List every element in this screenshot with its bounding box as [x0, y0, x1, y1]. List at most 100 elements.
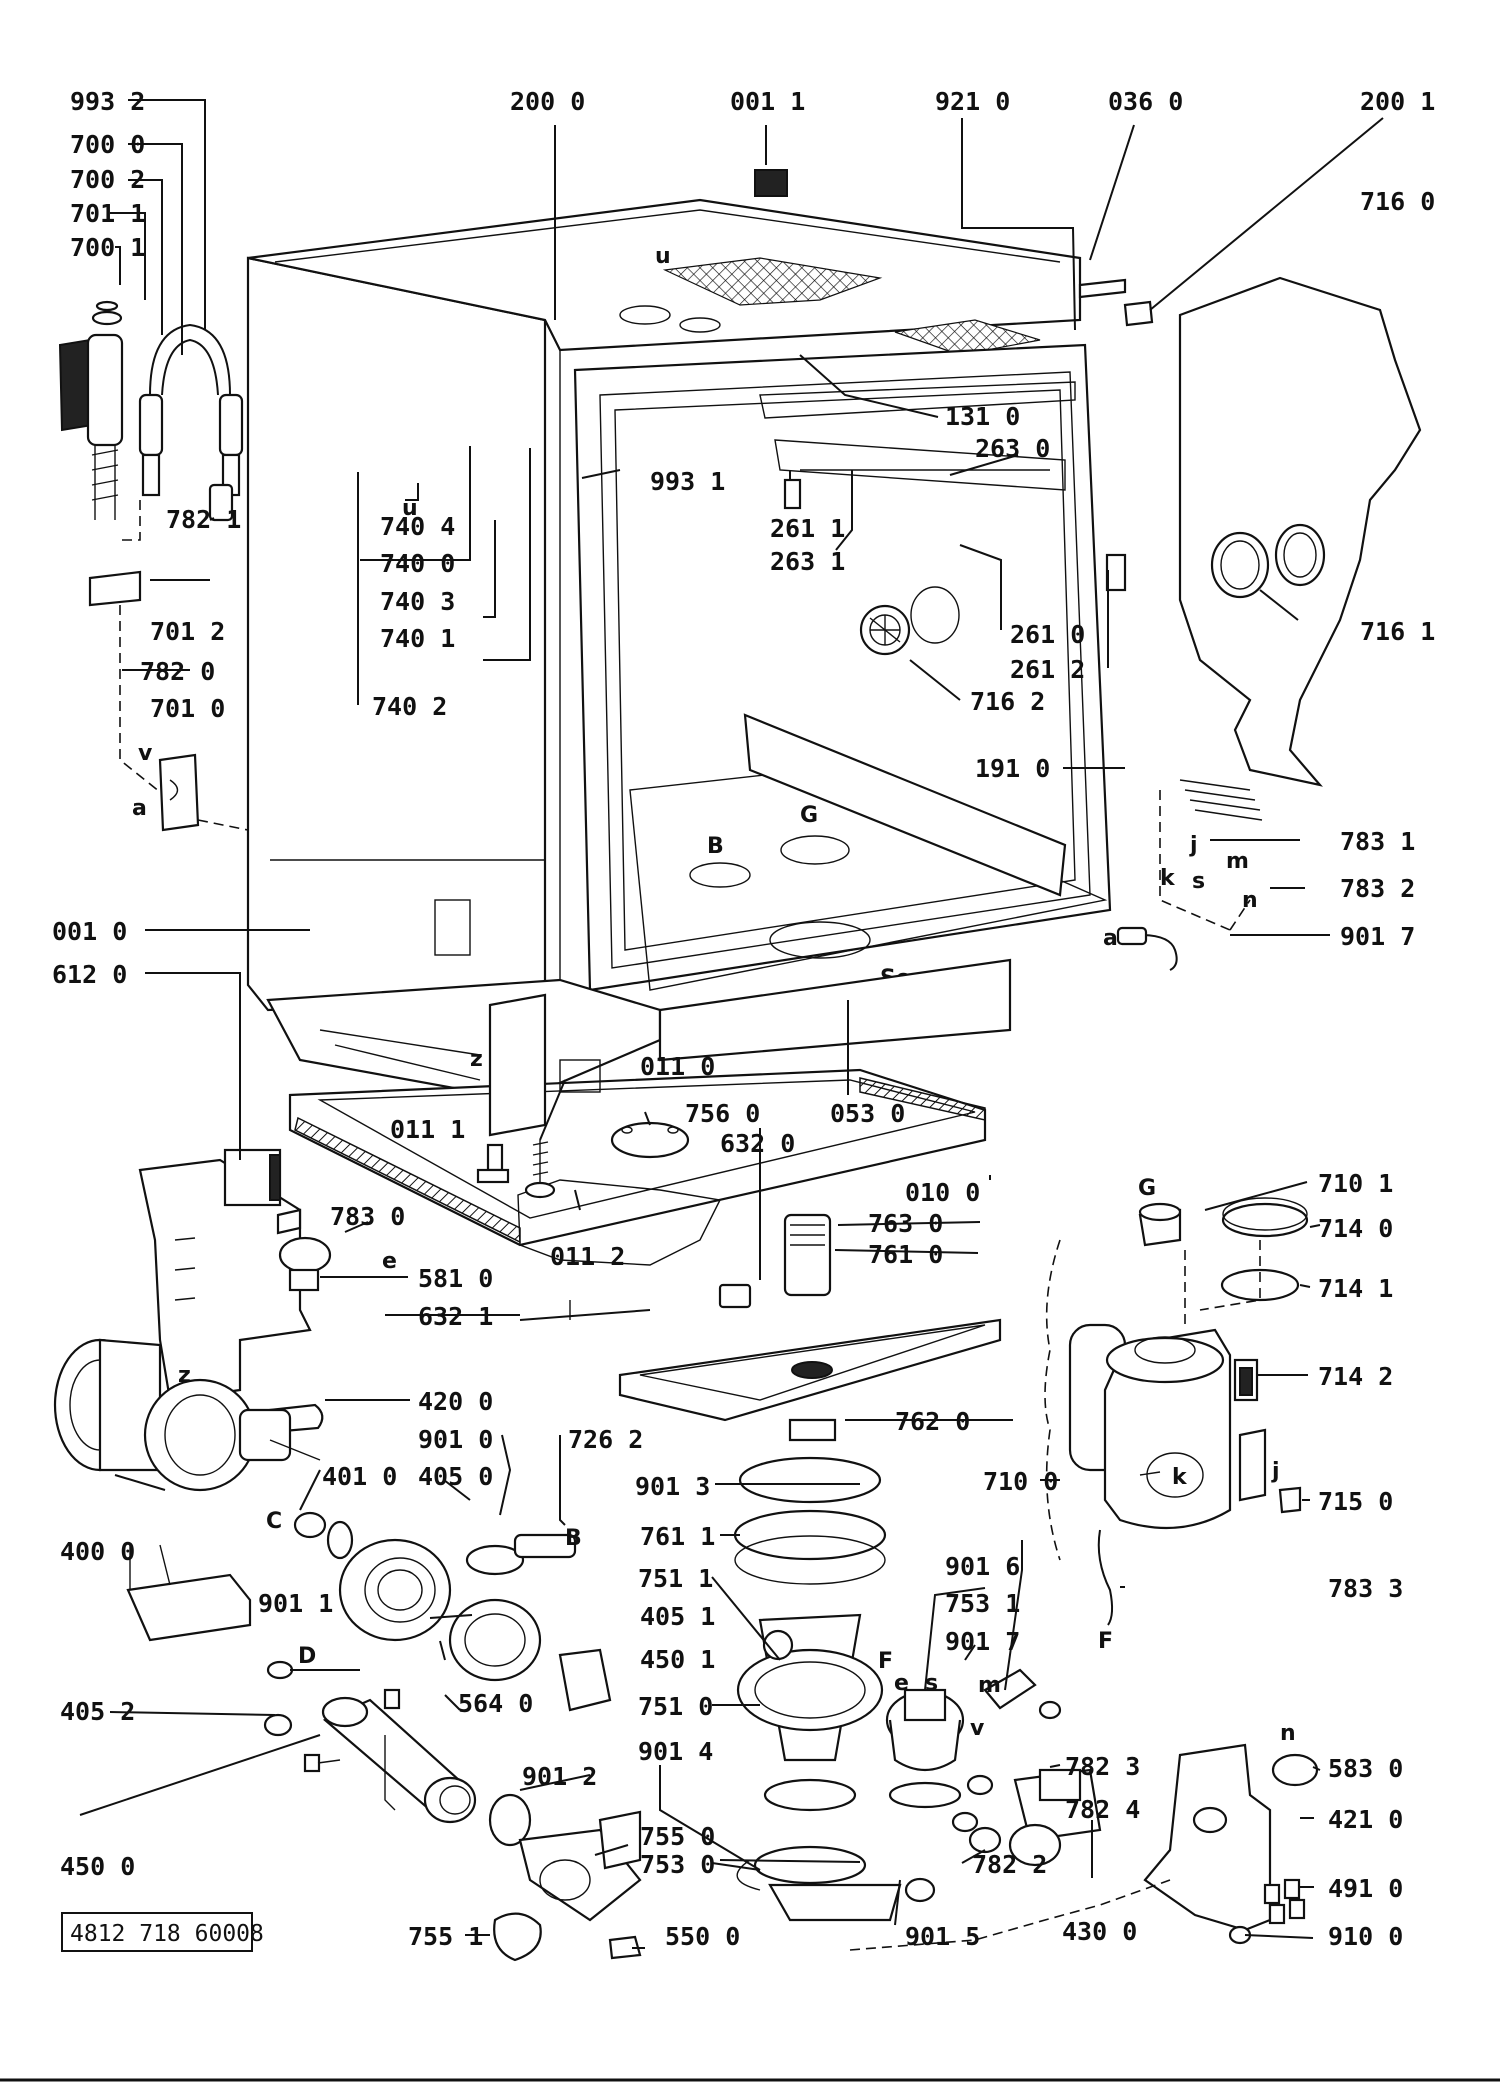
part-label: 400 0	[60, 1537, 135, 1566]
marker-s: s	[925, 1671, 938, 1696]
doc-code: 4812 718 60008	[70, 1921, 264, 1947]
part-label: 261 1	[770, 514, 845, 543]
marker-a: a	[132, 796, 147, 821]
part-label: 450 1	[640, 1645, 715, 1674]
leader-lines	[79, 99, 1384, 1949]
part-label: 901 7	[1340, 922, 1415, 951]
marker-j: j	[1271, 1459, 1280, 1484]
part-label: 901 7	[945, 1627, 1020, 1656]
part-label: 200 1	[1360, 87, 1435, 116]
part-label: 753 0	[640, 1850, 715, 1879]
part-label: 261 2	[1010, 655, 1085, 684]
marker-u: u	[402, 496, 418, 521]
part-label: 762 0	[895, 1407, 970, 1436]
part-label: 405 0	[418, 1462, 493, 1491]
part-label: 583 0	[1328, 1754, 1403, 1783]
marker-e: e	[382, 1249, 397, 1274]
base-parts-drawing	[476, 1121, 690, 1199]
part-label: 901 0	[418, 1425, 493, 1454]
part-label: 401 0	[322, 1462, 397, 1491]
part-label: 714 2	[1318, 1362, 1393, 1391]
marker-n: n	[1280, 1721, 1296, 1746]
part-label: 010 0	[905, 1178, 980, 1207]
part-label: 261 0	[1010, 620, 1085, 649]
part-label: 011 0	[640, 1052, 715, 1081]
part-label: 921 0	[935, 87, 1010, 116]
part-label: 782 4	[1065, 1795, 1140, 1824]
part-label: 053 0	[830, 1099, 905, 1128]
marker-j: j	[1189, 833, 1198, 858]
part-label: 714 1	[1318, 1274, 1393, 1303]
part-label: 714 0	[1318, 1214, 1393, 1243]
part-label: 726 2	[568, 1425, 643, 1454]
part-label: 700 1	[70, 233, 145, 262]
marker-k: k	[1160, 866, 1176, 891]
part-label: 782 0	[140, 657, 215, 686]
marker-v: v	[138, 741, 153, 766]
part-label: 632 1	[418, 1302, 493, 1331]
part-label: 783 3	[1328, 1574, 1403, 1603]
part-label: 901 5	[905, 1922, 980, 1951]
part-label: 701 0	[150, 694, 225, 723]
part-label: 740 1	[380, 624, 455, 653]
part-label: 740 4	[380, 512, 455, 541]
part-label: 716 0	[1360, 187, 1435, 216]
valve-area-drawing	[849, 1668, 1319, 1951]
part-label: 740 3	[380, 587, 455, 616]
marker-G: G	[800, 803, 818, 828]
marker-a: a	[1103, 926, 1118, 951]
part-label: 420 0	[418, 1387, 493, 1416]
part-label: 011 1	[390, 1115, 465, 1144]
part-label: 751 1	[638, 1564, 713, 1593]
part-label: 761 0	[868, 1240, 943, 1269]
marker-e: e	[894, 1671, 909, 1696]
part-label: 901 3	[635, 1472, 710, 1501]
marker-z: z	[178, 1363, 191, 1388]
part-label: 715 0	[1318, 1487, 1393, 1516]
part-label: 710 1	[1318, 1169, 1393, 1198]
hose-assembly-drawing	[58, 300, 249, 832]
part-label: 901 4	[638, 1737, 713, 1766]
part-label: 701 1	[70, 199, 145, 228]
marker-n: n	[1242, 888, 1258, 913]
letter-markers: u u v a z B G k j s m n a e z C B D G j …	[132, 244, 1296, 1746]
water-softener-drawing: k	[1044, 1197, 1309, 1626]
part-label: 993 1	[650, 467, 725, 496]
part-label: 491 0	[1328, 1874, 1403, 1903]
part-label: 430 0	[1062, 1917, 1137, 1946]
part-label: 782 1	[166, 505, 241, 534]
part-label: 716 1	[1360, 617, 1435, 646]
marker-u: u	[655, 244, 671, 269]
part-label: 901 6	[945, 1552, 1020, 1581]
part-label: 581 0	[418, 1264, 493, 1293]
doc-code-box: 4812 718 60008	[61, 1912, 264, 1952]
part-label: 700 0	[70, 130, 145, 159]
marker-B: B	[565, 1526, 582, 1551]
part-label: 755 0	[640, 1822, 715, 1851]
part-label: 716 2	[970, 687, 1045, 716]
part-label: 710 0	[983, 1467, 1058, 1496]
part-label: 564 0	[458, 1689, 533, 1718]
part-label: 782 2	[972, 1850, 1047, 1879]
part-label: 001 1	[730, 87, 805, 116]
part-label: 263 0	[975, 434, 1050, 463]
part-label: 783 0	[330, 1202, 405, 1231]
part-label: 901 1	[258, 1589, 333, 1618]
part-label: 612 0	[52, 960, 127, 989]
marker-C: C	[266, 1509, 282, 1534]
part-label: 632 0	[720, 1129, 795, 1158]
marker-F: F	[1098, 1629, 1113, 1654]
part-label: 701 2	[150, 617, 225, 646]
marker-D: D	[298, 1644, 316, 1669]
marker-z: z	[470, 1047, 483, 1072]
part-label: 405 1	[640, 1602, 715, 1631]
part-label: 421 0	[1328, 1805, 1403, 1834]
part-label: 993 2	[70, 87, 145, 116]
part-label: 910 0	[1328, 1922, 1403, 1951]
part-label: 783 1	[1340, 827, 1415, 856]
part-label: 763 0	[868, 1209, 943, 1238]
sump-assembly-drawing	[618, 1213, 1002, 1922]
part-label: 001 0	[52, 917, 127, 946]
